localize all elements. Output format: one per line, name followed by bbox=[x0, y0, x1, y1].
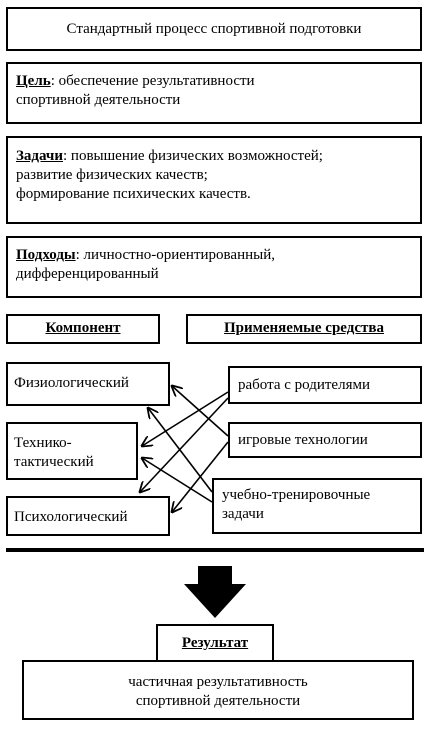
approaches-box: Подходы: личностно-ориентированный, дифф… bbox=[6, 236, 422, 298]
goal-text-line1: : обеспечение результативности bbox=[50, 73, 255, 89]
approaches-text-line2: дифференцированный bbox=[16, 266, 159, 282]
component-tech-line1: Технико- bbox=[14, 435, 72, 451]
tasks-text-line1: : повышение физических возможностей; bbox=[63, 148, 323, 164]
component-physiological-label: Физиологический bbox=[14, 375, 129, 391]
component-header: Компонент bbox=[6, 314, 160, 344]
means-training-line1: учебно-тренировочные bbox=[222, 487, 371, 503]
tasks-label: Задачи bbox=[16, 148, 64, 164]
component-tech-line2: тактический bbox=[14, 454, 94, 470]
goal-text-line2: спортивной деятельности bbox=[16, 92, 181, 108]
means-training: учебно-тренировочные задачи bbox=[212, 478, 422, 534]
result-header: Результат bbox=[156, 624, 274, 662]
means-parents-label: работа с родителями bbox=[238, 377, 370, 393]
arrow-training-to-physio bbox=[148, 408, 213, 493]
tasks-box: Задачи: повышение физических возможносте… bbox=[6, 136, 422, 224]
result-box: частичная результативность спортивной де… bbox=[22, 660, 414, 720]
result-text-line2: спортивной деятельности bbox=[135, 693, 301, 709]
result-text-line1: частичная результативность bbox=[128, 674, 308, 690]
means-training-line2: задачи bbox=[222, 506, 264, 522]
means-games-label: игровые технологии bbox=[238, 432, 368, 448]
result-header-label: Результат bbox=[181, 635, 249, 651]
component-psychological: Психологический bbox=[6, 496, 170, 536]
approaches-label: Подходы bbox=[16, 247, 76, 263]
down-arrow-icon bbox=[184, 566, 246, 618]
goal-box: Цель: обеспечение результативности спорт… bbox=[6, 62, 422, 124]
approaches-text-line1: : личностно-ориентированный, bbox=[75, 247, 275, 263]
means-parents: работа с родителями bbox=[228, 366, 422, 404]
component-psychological-label: Психологический bbox=[14, 509, 128, 525]
process-title-box: Стандартный процесс спортивной подготовк… bbox=[6, 7, 422, 51]
means-games: игровые технологии bbox=[228, 422, 422, 458]
arrow-games-to-physio bbox=[172, 386, 229, 437]
component-physiological: Физиологический bbox=[6, 362, 170, 406]
tasks-text-line2: развитие физических качеств; bbox=[16, 167, 208, 183]
means-header-label: Применяемые средства bbox=[224, 320, 384, 336]
goal-label: Цель bbox=[16, 73, 51, 89]
component-technical-tactical: Технико- тактический bbox=[6, 422, 138, 480]
process-title: Стандартный процесс спортивной подготовк… bbox=[66, 21, 362, 37]
component-header-label: Компонент bbox=[45, 320, 121, 336]
tasks-text-line3: формирование психических качеств. bbox=[16, 186, 251, 202]
section-divider bbox=[6, 548, 424, 552]
means-header: Применяемые средства bbox=[186, 314, 422, 344]
